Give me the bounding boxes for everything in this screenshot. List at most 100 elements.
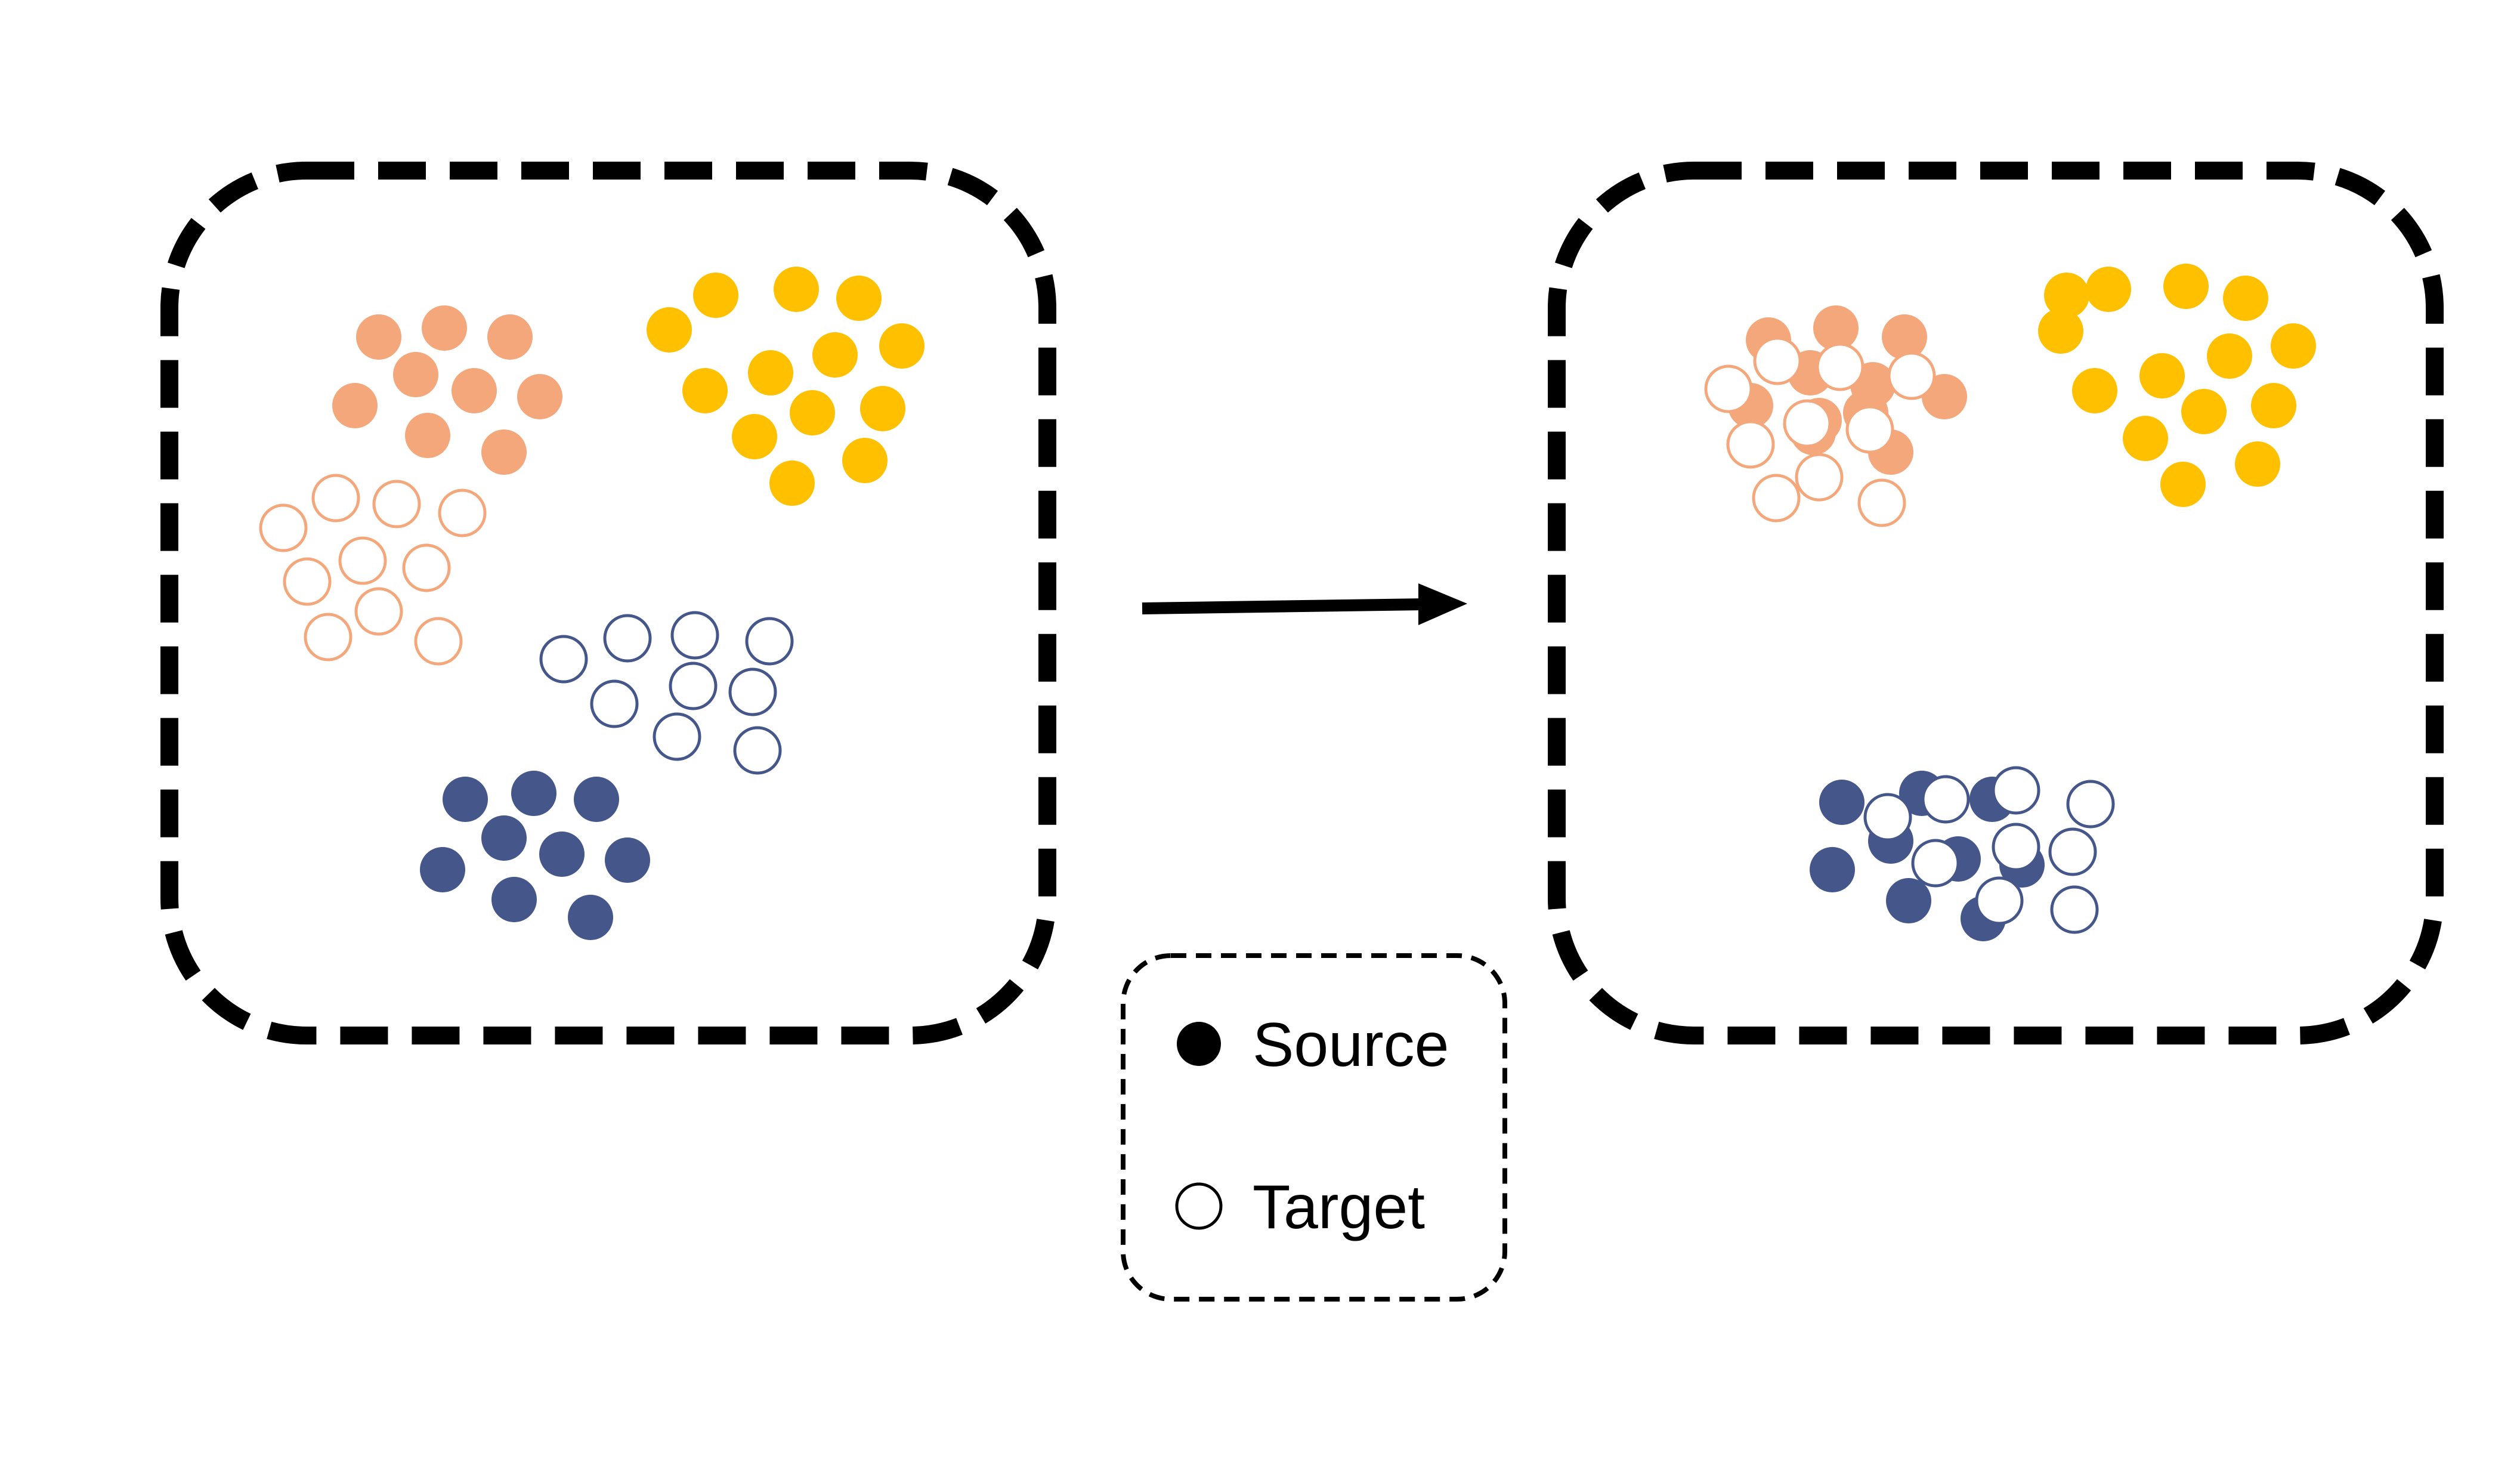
navy-target-point xyxy=(539,635,588,684)
salmon-target-point xyxy=(311,474,360,523)
source-marker-icon xyxy=(1177,1022,1221,1066)
salmon-target-point xyxy=(402,543,451,592)
navy-target-point xyxy=(603,614,652,663)
salmon-target-point xyxy=(1783,399,1832,448)
salmon-target-point xyxy=(1845,405,1894,454)
gold-source-point xyxy=(2163,264,2209,309)
gold-source-point xyxy=(2235,441,2280,487)
navy-target-point xyxy=(1911,839,1960,888)
navy-source-point xyxy=(539,832,585,877)
before-panel-frame xyxy=(160,162,1056,1044)
salmon-target-point xyxy=(1857,478,1906,527)
salmon-source-point xyxy=(405,413,450,458)
gold-source-point xyxy=(2072,368,2117,413)
gold-source-point xyxy=(2139,353,2185,398)
navy-target-point xyxy=(1992,766,2040,815)
salmon-source-point xyxy=(1813,305,1859,351)
legend-source-label: Source xyxy=(1253,1010,1449,1080)
salmon-source-point xyxy=(1882,314,1927,360)
navy-source-point xyxy=(605,837,650,883)
salmon-target-point xyxy=(338,536,387,585)
gold-source-point xyxy=(769,460,815,506)
salmon-source-point xyxy=(517,374,562,419)
salmon-source-point xyxy=(332,383,378,428)
salmon-target-point xyxy=(1795,453,1844,502)
salmon-target-point xyxy=(1887,351,1936,400)
navy-target-point xyxy=(1992,823,2040,871)
gold-source-point xyxy=(842,438,888,483)
navy-source-point xyxy=(574,777,619,822)
salmon-target-point xyxy=(414,617,463,666)
navy-target-point xyxy=(1921,775,1970,824)
salmon-source-point xyxy=(356,314,401,360)
salmon-target-point xyxy=(1753,336,1802,385)
navy-source-point xyxy=(1819,780,1865,825)
gold-source-point xyxy=(647,307,692,353)
legend-frame xyxy=(1121,953,1507,1302)
salmon-target-point xyxy=(372,480,421,528)
navy-target-point xyxy=(733,726,782,775)
gold-source-point xyxy=(2086,267,2131,312)
gold-source-point xyxy=(682,368,728,413)
gold-source-point xyxy=(2044,273,2089,318)
navy-source-point xyxy=(1886,878,1931,923)
navy-target-point xyxy=(2050,885,2099,934)
salmon-target-point xyxy=(283,557,332,606)
right-arrow-icon xyxy=(1142,583,1467,625)
navy-target-point xyxy=(728,667,777,716)
after-panel-frame xyxy=(1548,162,2444,1044)
salmon-target-point xyxy=(1816,342,1865,391)
gold-source-point xyxy=(2123,416,2168,461)
gold-source-point xyxy=(812,332,858,378)
salmon-target-point xyxy=(1752,474,1801,523)
navy-source-point xyxy=(511,771,556,816)
navy-source-point xyxy=(481,815,527,861)
gold-source-point xyxy=(2160,462,2206,507)
gold-source-point xyxy=(748,350,793,395)
navy-target-point xyxy=(653,712,701,761)
gold-source-point xyxy=(836,276,882,321)
gold-source-point xyxy=(732,414,777,459)
gold-source-point xyxy=(860,386,905,431)
navy-target-point xyxy=(745,617,794,666)
salmon-target-point xyxy=(1726,420,1775,469)
salmon-source-point xyxy=(452,368,497,413)
salmon-target-point xyxy=(304,613,353,662)
salmon-target-point xyxy=(354,587,403,636)
navy-target-point xyxy=(1975,876,2024,925)
target-marker-icon xyxy=(1175,1182,1223,1230)
navy-target-point xyxy=(590,679,639,728)
navy-source-point xyxy=(568,895,613,940)
navy-target-point xyxy=(2066,780,2115,829)
salmon-source-point xyxy=(481,429,527,475)
salmon-target-point xyxy=(438,489,487,537)
after-panel xyxy=(1704,264,2316,941)
gold-source-point xyxy=(2271,323,2316,369)
gold-source-point xyxy=(790,390,835,435)
salmon-target-point xyxy=(1704,364,1753,413)
navy-source-point xyxy=(1810,847,1855,892)
salmon-source-point xyxy=(422,305,467,351)
navy-target-point xyxy=(669,662,718,710)
gold-source-point xyxy=(2207,333,2252,379)
gold-source-point xyxy=(774,267,819,312)
gold-source-point xyxy=(2181,389,2227,434)
gold-source-point xyxy=(2223,276,2268,321)
navy-source-point xyxy=(491,877,537,922)
navy-target-point xyxy=(670,611,719,660)
salmon-target-point xyxy=(259,503,308,552)
salmon-source-point xyxy=(487,314,533,360)
gold-source-point xyxy=(693,273,738,318)
gold-source-point xyxy=(2251,383,2296,428)
navy-source-point xyxy=(420,847,465,892)
navy-source-point xyxy=(443,777,488,822)
navy-target-point xyxy=(1863,793,1912,842)
legend: Source Target xyxy=(1121,953,1507,1302)
navy-target-point xyxy=(2048,827,2097,876)
gold-source-point xyxy=(879,323,924,369)
legend-target-label: Target xyxy=(1253,1173,1425,1242)
salmon-source-point xyxy=(393,352,438,397)
before-panel xyxy=(259,267,924,940)
gold-source-point xyxy=(2038,308,2083,354)
